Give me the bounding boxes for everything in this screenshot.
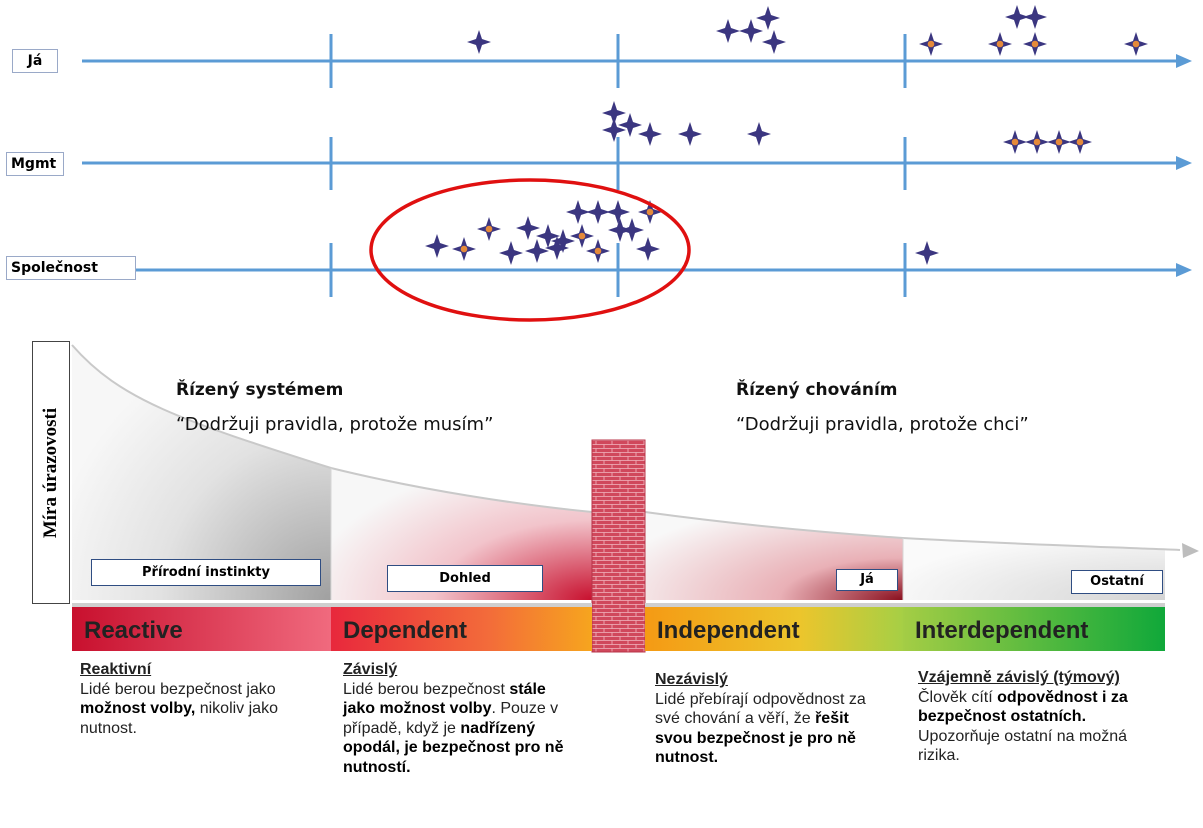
star-marker-icon bbox=[602, 101, 626, 125]
star-marker-icon bbox=[545, 236, 569, 260]
description-body: Lidé berou bezpečnost stále jako možnost… bbox=[343, 681, 563, 776]
star-accent-icon bbox=[460, 245, 468, 253]
star-accent-icon bbox=[646, 208, 654, 216]
description-reactive: Reaktivní Lidé berou bezpečnost jako mož… bbox=[80, 660, 302, 738]
row-label-mgmt: Mgmt bbox=[6, 152, 64, 176]
description-interdependent: Vzájemně závislý (týmový) Člověk cítí od… bbox=[918, 668, 1168, 766]
star-marker-icon bbox=[756, 6, 780, 30]
star-marker-icon bbox=[747, 122, 771, 146]
star-marker-icon bbox=[638, 122, 662, 146]
star-accent-icon bbox=[996, 40, 1004, 48]
star-marker-icon bbox=[606, 200, 630, 224]
box-ostatni: Ostatní bbox=[1071, 570, 1163, 594]
star-marker-icon bbox=[636, 237, 660, 261]
stage-reactive: Reactive bbox=[84, 617, 183, 644]
star-marker-icon bbox=[678, 122, 702, 146]
star-accent-icon bbox=[1031, 40, 1039, 48]
description-text: Lidé přebírají odpovědnost za své chován… bbox=[655, 690, 866, 728]
stage-independent: Independent bbox=[657, 617, 800, 644]
star-marker-icon bbox=[551, 229, 575, 253]
description-body: Člověk cítí odpovědnost i za bezpečnost … bbox=[918, 689, 1128, 765]
timeline-ja bbox=[82, 34, 1192, 88]
star-marker-icon bbox=[762, 30, 786, 54]
star-marker-icon bbox=[467, 30, 491, 54]
description-title: Vzájemně závislý (týmový) bbox=[918, 669, 1120, 686]
star-marker-icon bbox=[586, 200, 610, 224]
description-text: . Pouze v případě, když je bbox=[343, 700, 559, 737]
star-marker-icon bbox=[620, 218, 644, 242]
star-accent-icon bbox=[1033, 138, 1041, 146]
box-prirodni-instinkty: Přírodní instinkty bbox=[91, 559, 321, 586]
star-marker-icon bbox=[425, 234, 449, 258]
star-accent-icon bbox=[485, 225, 493, 233]
stage-dependent: Dependent bbox=[343, 617, 468, 644]
y-axis-label: Míra úrazovosti bbox=[32, 341, 70, 604]
description-text: Lidé berou bezpečnost bbox=[343, 680, 510, 698]
star-marker-icon bbox=[1023, 5, 1047, 29]
star-accent-icon bbox=[1055, 138, 1063, 146]
star-accent-icon bbox=[1076, 138, 1084, 146]
arrow-right-icon bbox=[1182, 543, 1199, 558]
description-emphasis: stále jako možnost volby bbox=[343, 680, 546, 718]
description-text: Lidé berou bezpečnost jako bbox=[80, 680, 276, 698]
description-title: Reaktivní bbox=[80, 661, 152, 678]
star-accent-icon bbox=[1132, 40, 1140, 48]
description-emphasis: nadřízený opodál, je bezpečnost pro ně n… bbox=[343, 719, 564, 776]
arrow-right-icon bbox=[1176, 156, 1192, 170]
star-marker-icon bbox=[716, 19, 740, 43]
star-marker-icon bbox=[618, 113, 642, 137]
description-body: Lidé přebírají odpovědnost za své chován… bbox=[655, 691, 866, 767]
highlight-circle bbox=[369, 178, 691, 322]
star-accent-icon bbox=[578, 232, 586, 240]
box-ja: Já bbox=[836, 569, 898, 591]
star-accent-icon bbox=[927, 40, 935, 48]
star-marker-icon bbox=[525, 239, 549, 263]
description-text: Upozorňuje ostatní na možná rizika. bbox=[918, 727, 1128, 765]
response-markers bbox=[425, 5, 1148, 265]
arrow-right-icon bbox=[1176, 263, 1192, 277]
stage-interdependent: Interdependent bbox=[915, 617, 1089, 644]
zone-heading-system: Řízený systémem bbox=[176, 380, 344, 400]
description-text: Člověk cítí bbox=[918, 688, 998, 706]
star-marker-icon bbox=[566, 200, 590, 224]
description-dependent: Závislý Lidé berou bezpečnost stále jako… bbox=[343, 660, 579, 777]
description-title: Závislý bbox=[343, 661, 398, 678]
star-marker-icon bbox=[536, 224, 560, 248]
zone-quote-behavior: “Dodržuji pravidla, protože chci” bbox=[736, 414, 1029, 435]
stage-bar bbox=[72, 603, 1165, 651]
star-marker-icon bbox=[1005, 5, 1029, 29]
star-marker-icon bbox=[915, 241, 939, 265]
description-emphasis: možnost volby, bbox=[80, 700, 196, 717]
description-text: nikoliv jako nutnost. bbox=[80, 700, 278, 737]
star-marker-icon bbox=[602, 118, 626, 142]
y-axis-label-text: Míra úrazovosti bbox=[40, 407, 61, 538]
star-marker-icon bbox=[516, 216, 540, 240]
timelines bbox=[82, 34, 1192, 297]
star-accent-icon bbox=[1011, 138, 1019, 146]
box-dohled: Dohled bbox=[387, 565, 543, 592]
description-emphasis: řešit svou bezpečnost je pro ně nutnost. bbox=[655, 710, 856, 766]
zone-quote-system: “Dodržuji pravidla, protože musím” bbox=[176, 414, 494, 435]
description-body: Lidé berou bezpečnost jako možnost volby… bbox=[80, 681, 278, 737]
zone-heading-behavior: Řízený chováním bbox=[736, 380, 898, 400]
row-label-spolecnost: Společnost bbox=[6, 256, 136, 280]
timeline-spolecnost bbox=[136, 243, 1192, 297]
star-accent-icon bbox=[594, 247, 602, 255]
row-label-ja: Já bbox=[12, 49, 58, 73]
timeline-mgmt bbox=[82, 137, 1192, 190]
description-independent: Nezávislý Lidé přebírají odpovědnost za … bbox=[655, 670, 883, 768]
description-emphasis: odpovědnost i za bezpečnost ostatních. bbox=[918, 688, 1128, 726]
brick-wall-icon bbox=[591, 439, 646, 653]
description-title: Nezávislý bbox=[655, 671, 728, 688]
arrow-right-icon bbox=[1176, 54, 1192, 68]
star-marker-icon bbox=[499, 241, 523, 265]
star-marker-icon bbox=[739, 19, 763, 43]
